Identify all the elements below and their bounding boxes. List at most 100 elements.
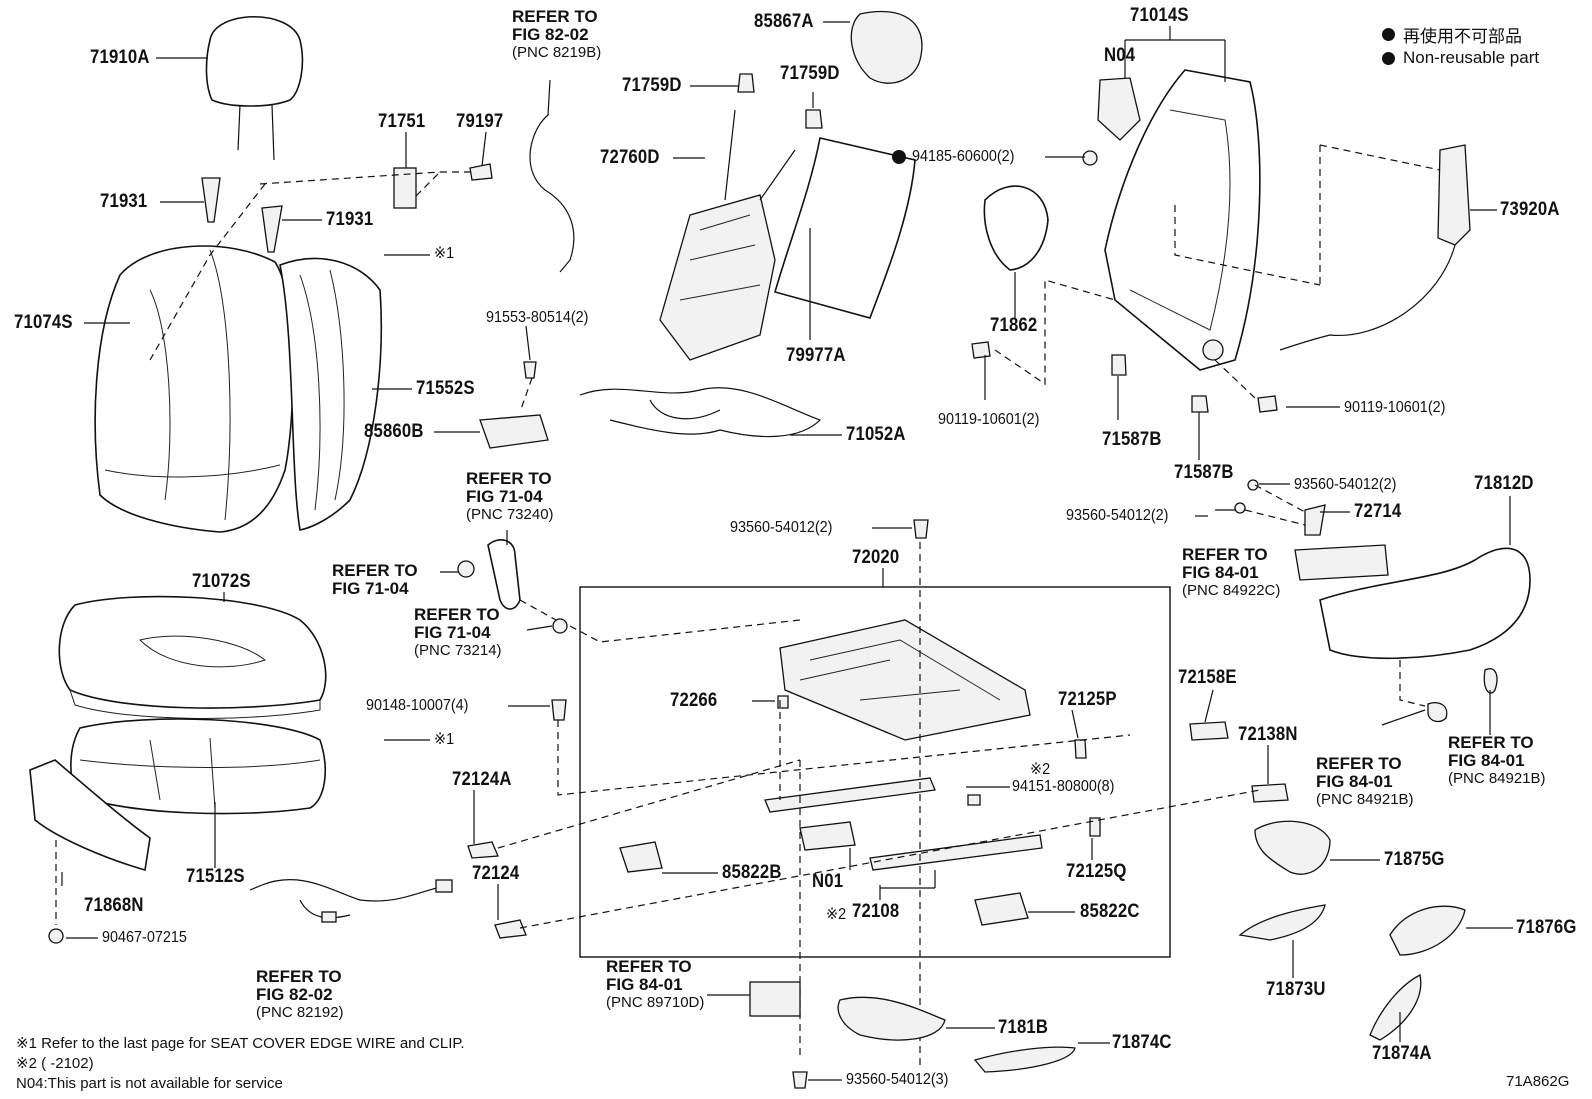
part-label-71552S[interactable]: 71552S bbox=[416, 378, 475, 399]
legend-en-text: Non-reusable part bbox=[1403, 48, 1540, 67]
cover-72124-drawing bbox=[494, 919, 527, 939]
seat-cushion-pad-drawing bbox=[70, 718, 326, 815]
part-label-71931-b[interactable]: 71931 bbox=[326, 209, 374, 230]
ref-line-2: FIG 82-02 bbox=[256, 985, 333, 1004]
ref-fig-82-02-8219B[interactable]: REFER TO FIG 82-02 (PNC 8219B) bbox=[512, 8, 601, 62]
bolt-90148-drawing bbox=[551, 699, 567, 721]
part-label-72108[interactable]: 72108 bbox=[852, 901, 900, 922]
part-label-93560-54012-d[interactable]: 93560-54012(3) bbox=[846, 1071, 949, 1088]
clip-72125Q-drawing bbox=[1089, 817, 1101, 837]
part-label-93560-54012-a[interactable]: 93560-54012(2) bbox=[1294, 476, 1397, 493]
part-label-7181B[interactable]: 7181B bbox=[998, 1017, 1049, 1038]
ref-fig-84-01-84921B-a[interactable]: REFER TO FIG 84-01 (PNC 84921B) bbox=[1316, 755, 1414, 809]
motor-N01-drawing bbox=[799, 821, 856, 851]
non-reusable-marker-94185 bbox=[892, 150, 906, 164]
trim-71873U-drawing bbox=[1238, 904, 1326, 941]
part-label-93560-54012-c[interactable]: 93560-54012(2) bbox=[730, 519, 833, 536]
part-label-94185-60600[interactable]: 94185-60600(2) bbox=[912, 148, 1015, 165]
ref-line-3: (PNC 84922C) bbox=[1182, 582, 1281, 599]
part-label-71812D[interactable]: 71812D bbox=[1474, 473, 1534, 494]
part-label-N01[interactable]: N01 bbox=[812, 871, 844, 892]
part-label-72138N[interactable]: 72138N bbox=[1238, 724, 1298, 745]
part-label-72020[interactable]: 72020 bbox=[852, 547, 900, 568]
part-label-72158E[interactable]: 72158E bbox=[1178, 667, 1237, 688]
legend-jp-text: 再使用不可部品 bbox=[1403, 27, 1522, 46]
part-label-90148-10007[interactable]: 90148-10007(4) bbox=[366, 697, 469, 714]
bracket-71751-drawing bbox=[393, 167, 417, 209]
part-label-85822C[interactable]: 85822C bbox=[1080, 901, 1140, 922]
part-label-71874C[interactable]: 71874C bbox=[1112, 1032, 1172, 1053]
part-label-71052A[interactable]: 71052A bbox=[846, 424, 906, 445]
bolt-90119-b-drawing bbox=[1257, 395, 1278, 413]
part-label-71876G[interactable]: 71876G bbox=[1516, 917, 1577, 938]
legend-en: Non-reusable part bbox=[1382, 48, 1539, 68]
part-label-71587B-b[interactable]: 71587B bbox=[1174, 462, 1234, 483]
part-label-90467-07215[interactable]: 90467-07215 bbox=[102, 929, 187, 946]
part-label-71874A[interactable]: 71874A bbox=[1372, 1043, 1432, 1064]
part-label-71873U[interactable]: 71873U bbox=[1266, 979, 1326, 1000]
part-label-71759D-b[interactable]: 71759D bbox=[780, 63, 840, 84]
part-label-85822B[interactable]: 85822B bbox=[722, 862, 782, 883]
motor-85822C-drawing bbox=[974, 892, 1029, 926]
cover-72158E-drawing bbox=[1189, 721, 1229, 741]
part-label-71910A[interactable]: 71910A bbox=[90, 47, 150, 68]
cushion-side-cover-drawing bbox=[29, 759, 151, 872]
part-label-71512S[interactable]: 71512S bbox=[186, 866, 245, 887]
nut-94151-drawing bbox=[967, 794, 981, 806]
ref-line-1: REFER TO bbox=[466, 469, 552, 488]
ref-fig-84-01-84921B-b[interactable]: REFER TO FIG 84-01 (PNC 84921B) bbox=[1448, 734, 1546, 788]
knob-84921B-b-drawing bbox=[1483, 668, 1498, 694]
guide-left-drawing bbox=[201, 177, 221, 223]
part-label-72124[interactable]: 72124 bbox=[472, 863, 520, 884]
part-label-71862[interactable]: 71862 bbox=[990, 315, 1038, 336]
ref-fig-84-01-89710D[interactable]: REFER TO FIG 84-01 (PNC 89710D) bbox=[606, 958, 704, 1012]
part-label-71759D-a[interactable]: 71759D bbox=[622, 75, 682, 96]
harness-71052A-drawing bbox=[579, 387, 822, 438]
part-label-71014S[interactable]: 71014S bbox=[1130, 5, 1189, 26]
ref-fig-82-02-82192[interactable]: REFER TO FIG 82-02 (PNC 82192) bbox=[256, 968, 344, 1022]
part-label-79197[interactable]: 79197 bbox=[456, 111, 504, 132]
part-label-90119-10601-b[interactable]: 90119-10601(2) bbox=[1344, 399, 1446, 416]
cover-72138N-drawing bbox=[1251, 783, 1289, 803]
part-label-72714[interactable]: 72714 bbox=[1354, 501, 1402, 522]
ref-line-1: REFER TO bbox=[332, 561, 418, 580]
footnote-2: ※2 ( -2102) bbox=[16, 1055, 94, 1072]
part-label-79977A[interactable]: 79977A bbox=[786, 345, 846, 366]
part-label-91553-80514[interactable]: 91553-80514(2) bbox=[486, 309, 589, 326]
ref-line-2: FIG 71-04 bbox=[414, 623, 491, 642]
note-mark-2-b: ※2 bbox=[826, 906, 847, 923]
part-label-94151-80800[interactable]: 94151-80800(8) bbox=[1012, 778, 1115, 795]
part-label-93560-54012-b[interactable]: 93560-54012(2) bbox=[1066, 507, 1169, 524]
switch-84922C-drawing bbox=[1294, 544, 1389, 581]
part-label-72125Q[interactable]: 72125Q bbox=[1066, 861, 1127, 882]
part-label-71931-a[interactable]: 71931 bbox=[100, 191, 148, 212]
ref-line-1: REFER TO bbox=[256, 967, 342, 986]
ref-line-2: FIG 84-01 bbox=[1448, 751, 1525, 770]
seatback-pad-drawing bbox=[279, 257, 383, 531]
part-label-71072S[interactable]: 71072S bbox=[192, 571, 251, 592]
part-label-71875G[interactable]: 71875G bbox=[1384, 849, 1445, 870]
headrest-drawing bbox=[205, 15, 304, 161]
ref-fig-71-04[interactable]: REFER TO FIG 71-04 bbox=[332, 562, 418, 598]
part-label-85867A[interactable]: 85867A bbox=[754, 11, 814, 32]
part-label-72266[interactable]: 72266 bbox=[670, 690, 718, 711]
ref-fig-84-01-84922C[interactable]: REFER TO FIG 84-01 (PNC 84922C) bbox=[1182, 546, 1280, 600]
seat-cushion-cover-drawing bbox=[58, 595, 327, 719]
part-label-90119-10601-a[interactable]: 90119-10601(2) bbox=[938, 411, 1040, 428]
ref-fig-71-04-73240[interactable]: REFER TO FIG 71-04 (PNC 73240) bbox=[466, 470, 554, 524]
part-label-71751[interactable]: 71751 bbox=[378, 111, 426, 132]
part-label-72760D[interactable]: 72760D bbox=[600, 147, 660, 168]
part-label-72124A[interactable]: 72124A bbox=[452, 769, 512, 790]
part-label-85860B[interactable]: 85860B bbox=[364, 421, 424, 442]
ring-drawing bbox=[552, 618, 568, 634]
part-label-73920A[interactable]: 73920A bbox=[1500, 199, 1560, 220]
part-label-72125P[interactable]: 72125P bbox=[1058, 689, 1117, 710]
ref-line-2: FIG 71-04 bbox=[466, 487, 543, 506]
part-label-71587B-a[interactable]: 71587B bbox=[1102, 429, 1162, 450]
harness-82192-drawing bbox=[249, 879, 451, 919]
part-label-71074S[interactable]: 71074S bbox=[14, 312, 73, 333]
part-label-N04[interactable]: N04 bbox=[1104, 45, 1136, 66]
ref-fig-71-04-73214[interactable]: REFER TO FIG 71-04 (PNC 73214) bbox=[414, 606, 502, 660]
part-label-71868N[interactable]: 71868N bbox=[84, 895, 144, 916]
